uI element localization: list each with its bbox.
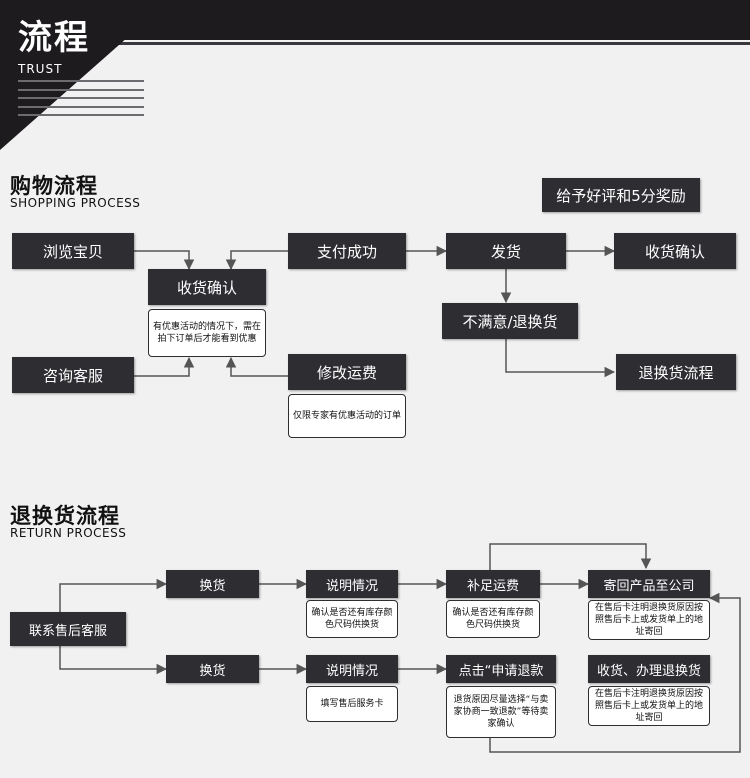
receive-refund-note: 在售后卡注明退换货原因按照售后卡上或发货单上的地址寄回: [588, 686, 710, 726]
exchange-step-2: 换货: [166, 655, 259, 683]
return-section-subtitle: RETURN PROCESS: [10, 526, 127, 540]
browse-step: 浏览宝贝: [12, 233, 134, 269]
receive-refund-step: 收货、办理退换货: [588, 655, 710, 683]
unsatisfied-step: 不满意/退换货: [442, 303, 578, 339]
confirm-receipt-step: 收货确认: [148, 269, 266, 305]
shopping-section-title: 购物流程: [10, 174, 98, 198]
send-back-note: 在售后卡注明退换货原因按照售后卡上或发货单上的地址寄回: [588, 600, 710, 640]
confirm-receipt-note: 有优惠活动的情况下，需在拍下订单后才能看到优惠: [148, 309, 266, 357]
supplement-shipping-note: 确认是否还有库存颜色尺码供换货: [446, 600, 540, 638]
send-back-step: 寄回产品至公司: [588, 570, 710, 598]
page-title: 流程: [18, 18, 90, 58]
header-divider: [0, 42, 750, 45]
modify-shipping-note: 仅限专家有优惠活动的订单: [288, 394, 406, 438]
apply-refund-step: 点击“申请退款: [446, 655, 556, 683]
ship-step: 发货: [446, 233, 566, 269]
return-flow-step: 退换货流程: [616, 354, 736, 390]
header-fine-print: [18, 80, 144, 116]
consult-step: 咨询客服: [12, 357, 134, 393]
explain-note-1: 确认是否还有库存颜色尺码供换货: [306, 600, 398, 638]
pay-success-step: 支付成功: [288, 233, 406, 269]
exchange-step-1: 换货: [166, 570, 259, 598]
return-section-title: 退换货流程: [10, 504, 120, 528]
explain-note-2: 填写售后服务卡: [306, 686, 398, 722]
apply-refund-note: 退货原因尽量选择“与卖家协商一致退款”等待卖家确认: [446, 686, 556, 738]
page-subtitle: TRUST: [18, 62, 63, 76]
contact-service-step: 联系售后客服: [10, 612, 126, 646]
modify-shipping-step: 修改运费: [288, 354, 406, 390]
explain-step-1: 说明情况: [306, 570, 398, 598]
receive-confirm-step: 收货确认: [614, 233, 736, 269]
explain-step-2: 说明情况: [306, 655, 398, 683]
shopping-section-subtitle: SHOPPING PROCESS: [10, 196, 141, 210]
supplement-shipping-step: 补足运费: [446, 570, 540, 598]
header-triangle: [0, 0, 170, 150]
reward-note: 给予好评和5分奖励: [542, 178, 700, 212]
